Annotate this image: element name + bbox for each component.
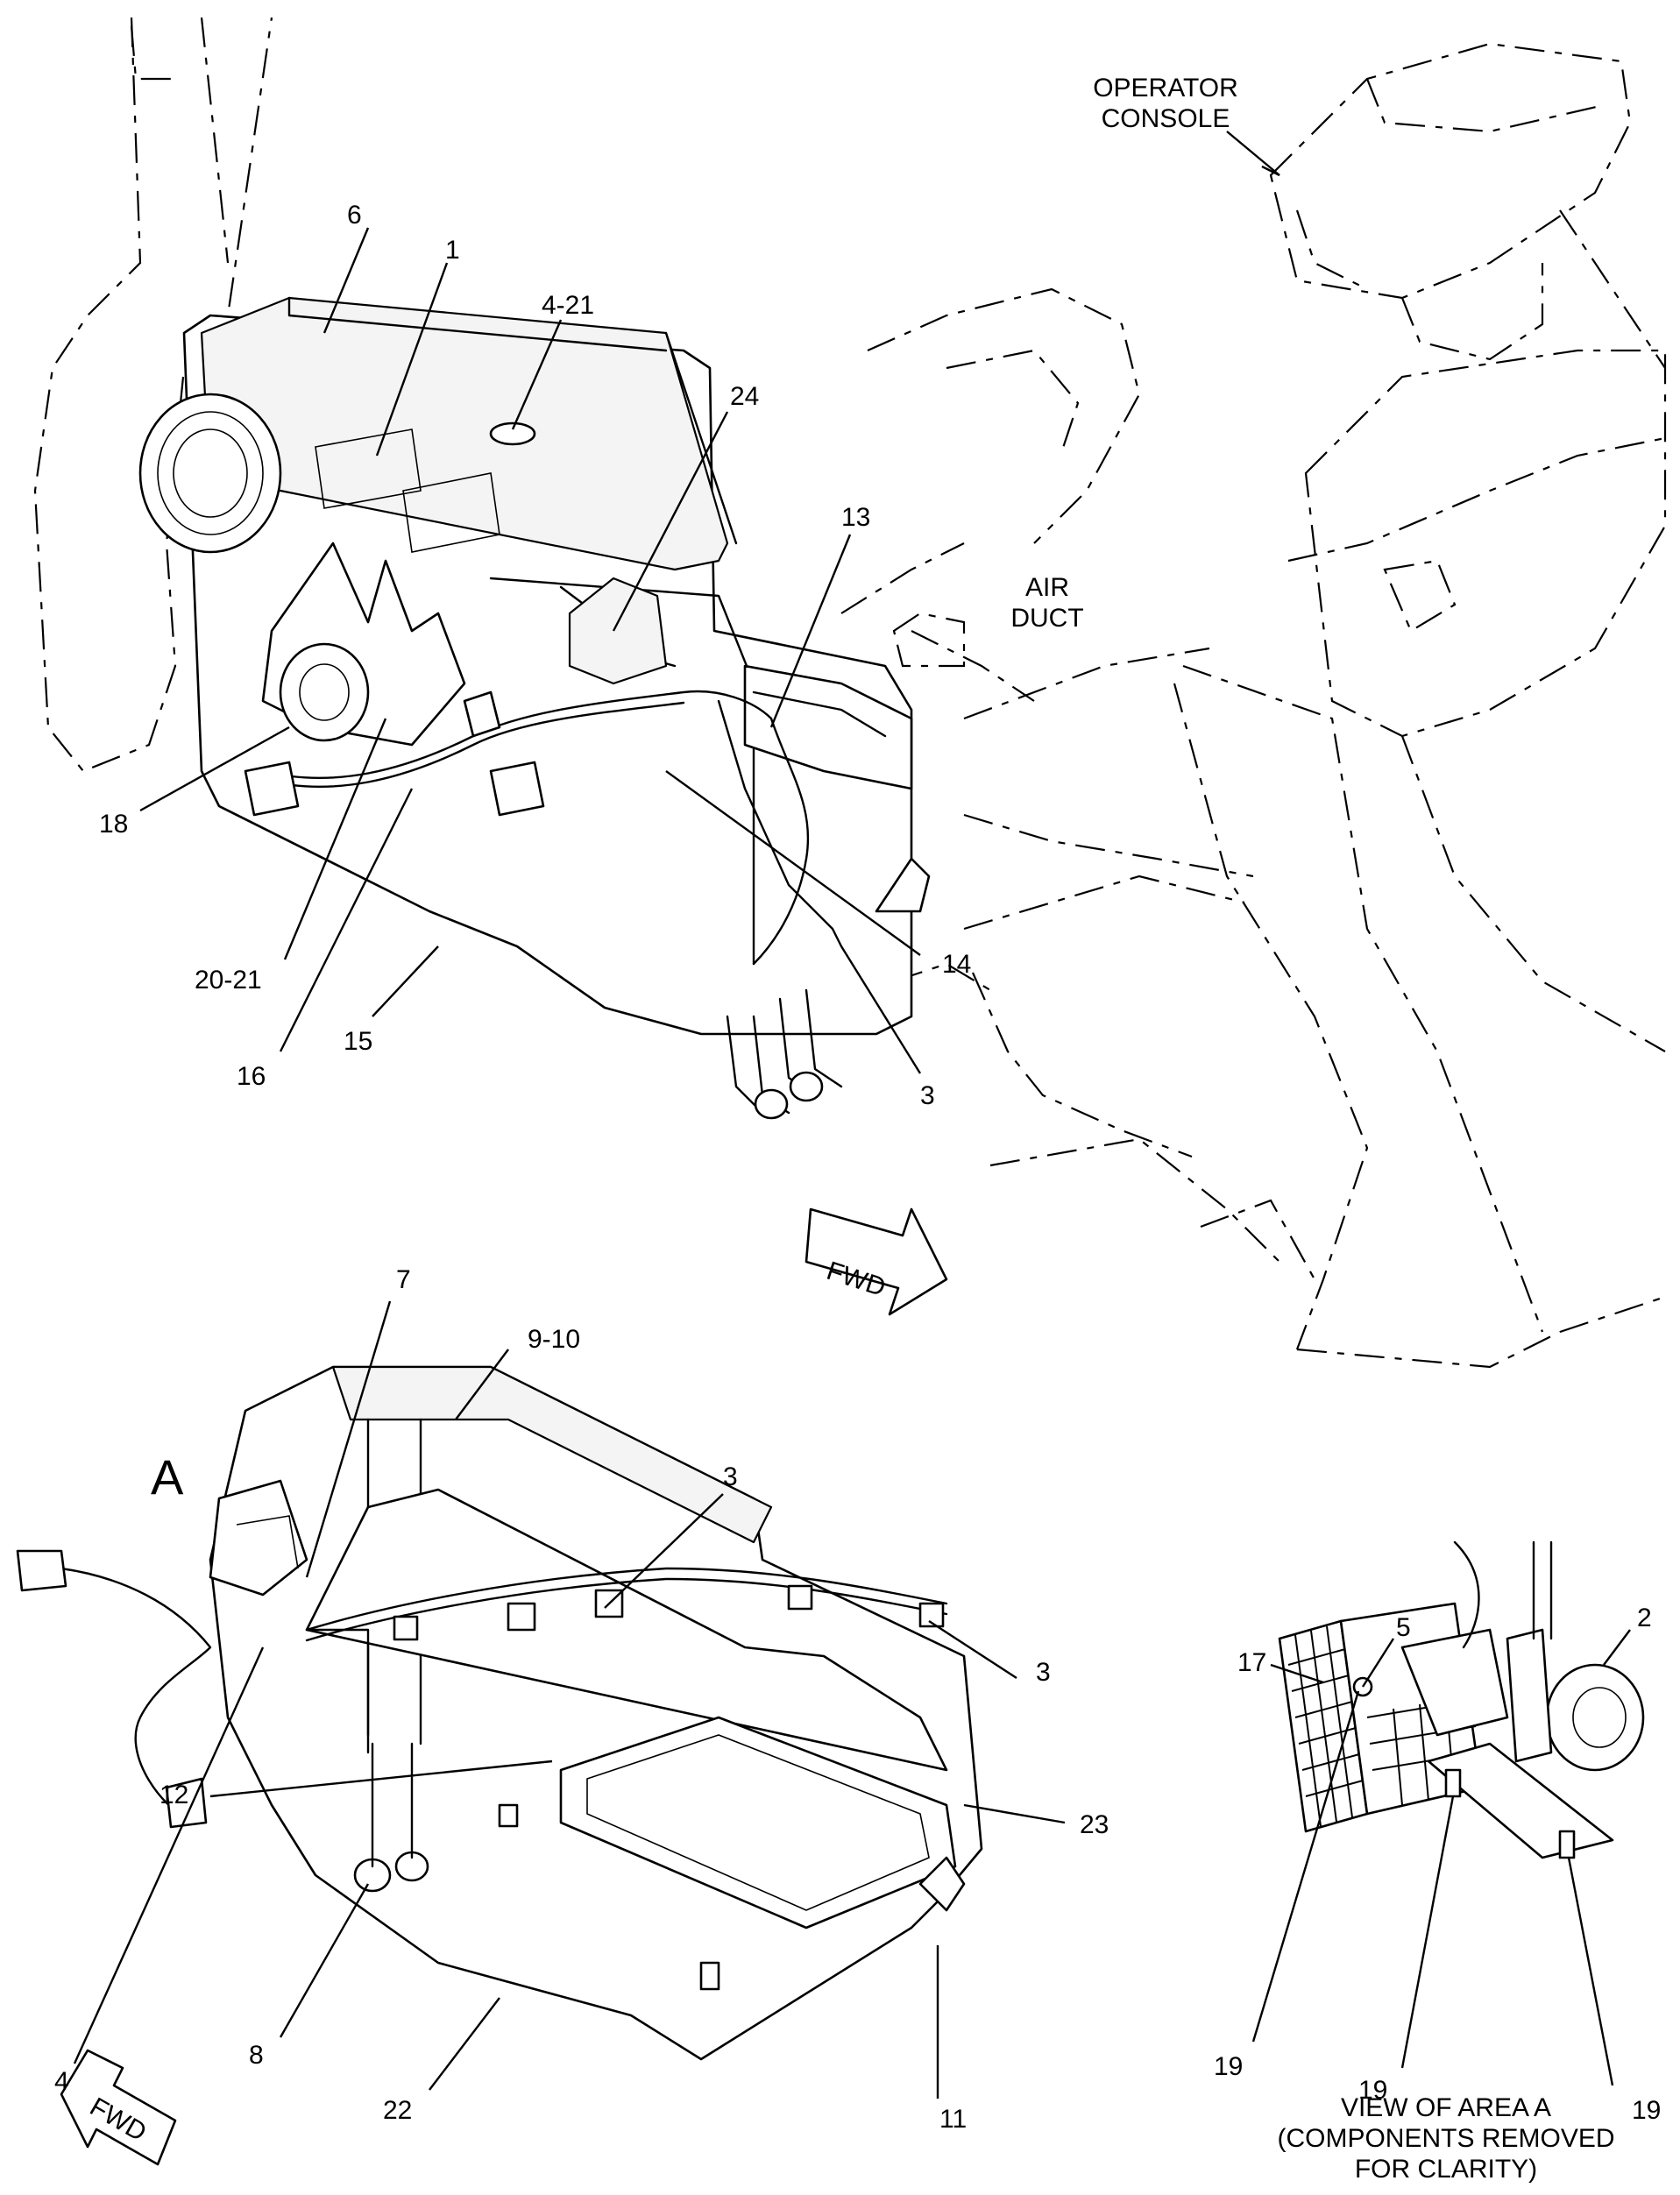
callout-16: 16	[237, 1062, 266, 1091]
callout-3-top: 3	[920, 1081, 935, 1110]
callout-19-c: 19	[1632, 2096, 1661, 2125]
callout-6: 6	[347, 201, 362, 230]
callout-20-21: 20-21	[195, 966, 262, 995]
named-labels: OPERATOR CONSOLE AIR DUCT A VIEW OF AREA…	[151, 74, 1615, 2184]
callout-22: 22	[383, 2096, 412, 2125]
leader-lines	[73, 165, 1631, 2099]
callout-24: 24	[730, 382, 759, 411]
callout-23: 23	[1080, 1810, 1109, 1839]
operator-console-label-line1: OPERATOR	[1093, 74, 1238, 103]
top-hvac-unit	[138, 296, 931, 1120]
callout-4-bottom: 4	[54, 2067, 69, 2096]
callout-3-mid: 3	[723, 1462, 738, 1491]
callout-7: 7	[396, 1265, 411, 1294]
callout-4-21: 4-21	[542, 291, 594, 320]
callout-14: 14	[942, 950, 971, 979]
callout-15: 15	[344, 1027, 372, 1056]
callout-12: 12	[159, 1781, 188, 1809]
callout-19-a: 19	[1214, 2052, 1243, 2081]
callout-8: 8	[249, 2041, 264, 2070]
air-duct-label-line2: DUCT	[1010, 604, 1083, 633]
callout-2: 2	[1637, 1604, 1652, 1632]
view-letter-a: A	[151, 1449, 184, 1505]
callout-3-right: 3	[1036, 1658, 1051, 1687]
callout-19-b: 19	[1358, 2076, 1387, 2105]
fwd-arrow-top: FWD	[805, 1207, 948, 1316]
callout-18: 18	[99, 810, 128, 839]
view-caption-line2: (COMPONENTS REMOVED	[1277, 2124, 1614, 2153]
callout-1: 1	[445, 236, 460, 265]
callout-11: 11	[939, 2105, 967, 2134]
air-duct-label-line1: AIR	[1025, 573, 1069, 602]
fwd-arrow-bottom: FWD	[60, 2049, 177, 2166]
view-area-a	[1278, 1540, 1645, 1859]
callout-17: 17	[1237, 1648, 1266, 1677]
operator-console-label-line2: CONSOLE	[1102, 104, 1230, 133]
view-caption-line3: FOR CLARITY)	[1355, 2155, 1537, 2184]
callout-labels: 6 1 4-21 24 13 18 20-21 16 15 14 3 7 9-1…	[54, 201, 1661, 2134]
callout-5: 5	[1396, 1613, 1411, 1642]
view-caption-line1: VIEW OF AREA A	[1341, 2093, 1551, 2122]
bottom-hvac-unit	[16, 1365, 983, 2061]
callout-13: 13	[841, 503, 870, 532]
callout-9-10: 9-10	[528, 1325, 580, 1354]
